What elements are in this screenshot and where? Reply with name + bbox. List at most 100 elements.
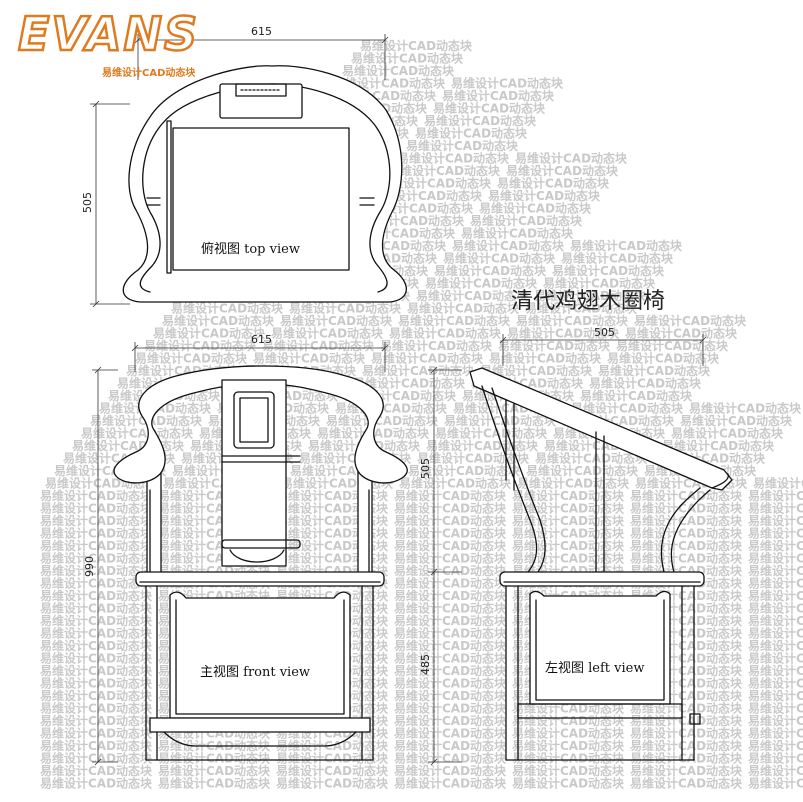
watermark-text: 易维设计CAD动态块 — [512, 526, 625, 541]
watermark-text: 易维设计CAD动态块 — [589, 376, 702, 391]
watermark-text: 易维设计CAD动态块 — [561, 251, 674, 266]
watermark-text: 易维设计CAD动态块 — [326, 413, 439, 428]
watermark-text: 易维设计CAD动态块 — [512, 751, 625, 766]
watermark-text: 易维设计CAD动态块 — [40, 688, 153, 703]
watermark-text: 易维设计CAD动态块 — [748, 776, 803, 791]
watermark-text: 易维设计CAD动态块 — [630, 713, 743, 728]
watermark-text: 易维设计CAD动态块 — [512, 551, 625, 566]
watermark-text: 易维设计CAD动态块 — [394, 526, 507, 541]
watermark-text: 易维设计CAD动态块 — [40, 701, 153, 716]
watermark-text: 易维设计CAD动态块 — [40, 551, 153, 566]
watermark-text: 易维设计CAD动态块 — [461, 226, 574, 241]
watermark-text: 易维设计CAD动态块 — [40, 626, 153, 641]
watermark-text: 易维设计CAD动态块 — [662, 438, 775, 453]
watermark-text: 易维设计CAD动态块 — [753, 476, 803, 491]
watermark-text: 易维设计CAD动态块 — [394, 501, 507, 516]
watermark-text: 易维设计CAD动态块 — [480, 363, 593, 378]
watermark-text: 易维设计CAD动态块 — [353, 376, 466, 391]
watermark-text: 易维设计CAD动态块 — [512, 763, 625, 778]
watermark-text: 易维设计CAD动态块 — [630, 526, 743, 541]
dimension-lines — [90, 34, 707, 766]
dim-side-upper: 505 — [419, 458, 432, 479]
watermark-text: 易维设计CAD动态块 — [262, 338, 375, 353]
watermark-text: 易维设计CAD动态块 — [40, 588, 153, 603]
watermark-text: 易维设计CAD动态块 — [360, 38, 473, 53]
watermark-text: 易维设计CAD动态块 — [40, 763, 153, 778]
watermark-text: 易维设计CAD动态块 — [470, 213, 583, 228]
watermark-text: 易维设计CAD动态块 — [408, 463, 521, 478]
watermark-text: 易维设计CAD动态块 — [40, 501, 153, 516]
watermark-text: 易维设计CAD动态块 — [158, 763, 271, 778]
watermark-text: 易维设计CAD动态块 — [394, 713, 507, 728]
watermark-text: 易维设计CAD动态块 — [435, 426, 548, 441]
watermark-text: 易维设计CAD动态块 — [512, 726, 625, 741]
watermark-text: 易维设计CAD动态块 — [158, 776, 271, 791]
watermark-text: 易维设计CAD动态块 — [40, 488, 153, 503]
watermark-text: 易维设计CAD动态块 — [425, 276, 538, 291]
watermark-text: 易维设计CAD动态块 — [512, 776, 625, 791]
watermark-text: 易维设计CAD动态块 — [580, 388, 693, 403]
watermark-text: 易维设计CAD动态块 — [276, 776, 389, 791]
watermark-text: 易维设计CAD动态块 — [40, 676, 153, 691]
watermark-text: 易维设计CAD动态块 — [394, 601, 507, 616]
watermark-text: 易维设计CAD动态块 — [748, 538, 803, 553]
watermark-text: 易维设计CAD动态块 — [394, 538, 507, 553]
watermark-text: 易维设计CAD动态块 — [748, 688, 803, 703]
watermark-text: 易维设计CAD动态块 — [748, 738, 803, 753]
watermark-text: 易维设计CAD动态块 — [271, 326, 384, 341]
watermark-text: 易维设计CAD动态块 — [479, 201, 592, 216]
watermark-text: 易维设计CAD动态块 — [748, 638, 803, 653]
watermark-text: 易维设计CAD动态块 — [748, 501, 803, 516]
watermark-text: 易维设计CAD动态块 — [512, 538, 625, 553]
watermark-text: 易维设计CAD动态块 — [516, 313, 629, 328]
watermark-text: 易维设计CAD动态块 — [40, 651, 153, 666]
dim-side-seat: 485 — [419, 654, 432, 675]
watermark-text: 易维设计CAD动态块 — [253, 351, 366, 366]
side-view — [469, 367, 733, 761]
watermark-text: 易维设计CAD动态块 — [371, 351, 484, 366]
watermark-text: 易维设计CAD动态块 — [748, 651, 803, 666]
dim-front-height: 990 — [83, 556, 96, 577]
top-view-label: 俯视图 top view — [201, 242, 300, 257]
watermark-text: 易维设计CAD动态块 — [525, 301, 638, 316]
drawing-title: 清代鸡翅木圈椅 — [511, 289, 666, 314]
watermark-text: 易维设计CAD动态块 — [40, 638, 153, 653]
watermark-text: 易维设计CAD动态块 — [630, 513, 743, 528]
front-view-label: 主视图 front view — [200, 665, 311, 680]
watermark-text: 易维设计CAD动态块 — [40, 726, 153, 741]
watermark-text: 易维设计CAD动态块 — [417, 451, 530, 466]
watermark-text: 易维设计CAD动态块 — [598, 363, 711, 378]
watermark-text: 易维设计CAD动态块 — [630, 501, 743, 516]
watermark-text: 易维设计CAD动态块 — [40, 738, 153, 753]
watermark-text: 易维设计CAD动态块 — [689, 401, 802, 416]
logo-word: EVANS — [17, 6, 200, 63]
watermark-text: 易维设计CAD动态块 — [748, 763, 803, 778]
watermark-text: 易维设计CAD动态块 — [748, 576, 803, 591]
watermark-text: 易维设计CAD动态块 — [144, 338, 257, 353]
watermark-text: 易维设计CAD动态块 — [630, 551, 743, 566]
watermark-text: 易维设计CAD动态块 — [40, 526, 153, 541]
watermark-text: 易维设计CAD动态块 — [394, 651, 507, 666]
watermark-text: 易维设计CAD动态块 — [394, 551, 507, 566]
watermark-text: 易维设计CAD动态块 — [748, 751, 803, 766]
watermark-text: 易维设计CAD动态块 — [489, 351, 602, 366]
watermark-text: 易维设计CAD动态块 — [748, 513, 803, 528]
watermark-text: 易维设计CAD动态块 — [379, 176, 492, 191]
watermark-text: 易维设计CAD动态块 — [488, 188, 601, 203]
watermark-text: 易维设计CAD动态块 — [380, 338, 493, 353]
watermark-text: 易维设计CAD动态块 — [81, 426, 194, 441]
watermark-text: 易维设计CAD动态块 — [607, 351, 720, 366]
watermark-text: 易维设计CAD动态块 — [171, 301, 284, 316]
watermark-text: 易维设计CAD动态块 — [748, 701, 803, 716]
watermark-text: 易维设计CAD动态块 — [153, 326, 266, 341]
watermark-text: 易维设计CAD动态块 — [748, 551, 803, 566]
watermark-text: 易维设计CAD动态块 — [394, 613, 507, 628]
watermark-text: 易维设计CAD动态块 — [135, 351, 248, 366]
watermark-text: 易维设计CAD动态块 — [433, 101, 546, 116]
watermark-text: 易维设计CAD动态块 — [625, 326, 738, 341]
watermark-text: 易维设计CAD动态块 — [407, 301, 520, 316]
watermark-text: 易维设计CAD动态块 — [40, 613, 153, 628]
watermark-text: 易维设计CAD动态块 — [748, 588, 803, 603]
watermark-text: 易维设计CAD动态块 — [630, 726, 743, 741]
